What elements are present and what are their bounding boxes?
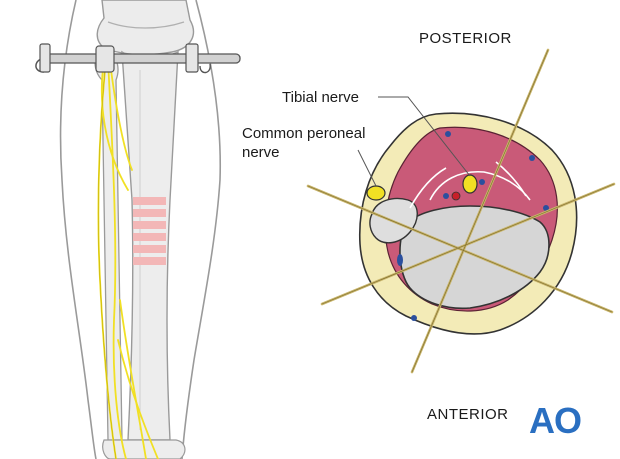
vein xyxy=(479,179,485,185)
posterior-label: POSTERIOR xyxy=(419,30,512,47)
clamp xyxy=(95,45,115,73)
safe-zone-mark xyxy=(133,245,166,253)
safe-zone-mark xyxy=(133,221,166,229)
fixator-bar xyxy=(43,53,241,64)
knee-joint-line xyxy=(107,21,185,29)
wire-outline xyxy=(307,185,613,313)
ao-logo: AO xyxy=(529,400,582,441)
nerve-branch xyxy=(100,61,129,191)
vein xyxy=(411,315,417,321)
safe-zone-mark xyxy=(133,233,166,241)
wire-end-hook xyxy=(199,63,211,74)
common-peroneal-nerve xyxy=(366,185,386,201)
external-fixator xyxy=(35,43,241,74)
septum xyxy=(429,170,531,201)
nerve-branch xyxy=(119,299,147,459)
vein xyxy=(529,155,535,161)
artery xyxy=(451,191,461,201)
tibia-cross-section xyxy=(399,205,550,310)
leg-illustration xyxy=(35,0,241,459)
leader-line-peroneal-nerve xyxy=(357,149,377,187)
common-peroneal-nerve-label: Common peroneal nerve xyxy=(242,125,366,161)
tibial-nerve xyxy=(462,174,478,194)
leg-outline xyxy=(181,0,222,459)
leg-outline xyxy=(59,0,97,459)
clamp xyxy=(185,43,199,73)
safe-zone-marks xyxy=(133,197,166,265)
vein xyxy=(443,193,449,199)
septum xyxy=(409,167,447,209)
safe-zone-mark xyxy=(133,197,166,205)
vein xyxy=(445,131,451,137)
wire-outline xyxy=(411,49,549,373)
cross-section xyxy=(306,48,616,374)
leader-line-tibial-nerve xyxy=(378,96,471,177)
vein xyxy=(543,205,549,211)
anterior-label: ANTERIOR xyxy=(427,406,509,423)
nerve-outline xyxy=(98,59,117,459)
tibial-nerve-label: Tibial nerve xyxy=(282,89,359,106)
nerve-branch xyxy=(109,61,133,171)
clamp xyxy=(39,43,51,73)
vein xyxy=(397,254,403,266)
safe-zone-mark xyxy=(133,209,166,217)
wire-outlines xyxy=(307,49,615,373)
safe-zone-mark xyxy=(133,257,166,265)
nerve-branch xyxy=(107,59,127,459)
wire-outline xyxy=(321,183,615,305)
